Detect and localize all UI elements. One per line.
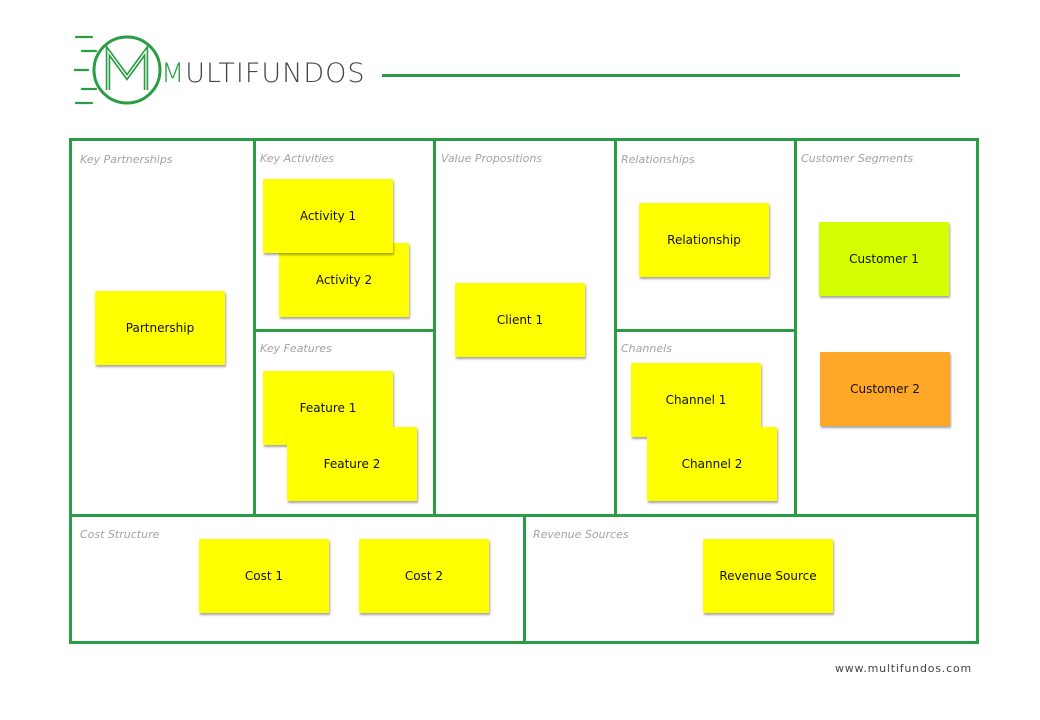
business-model-canvas: Key Partnerships Key Activities Key Feat… [69,138,979,644]
section-label-relationships: Relationships [621,153,695,166]
brand-initial: M [161,58,186,89]
section-label-key-activities: Key Activities [260,152,334,165]
sticky-note-channel-1[interactable]: Channel 1 [631,363,761,437]
section-label-key-features: Key Features [260,342,332,355]
brand-rest: ULTIFUNDOS [185,58,366,89]
section-label-revenue-sources: Revenue Sources [533,528,629,541]
header-rule [382,74,960,77]
multifundos-logo-icon [74,35,162,105]
section-label-key-partnerships: Key Partnerships [80,153,173,166]
brand-wordmark: MULTIFUNDOS [161,58,366,89]
sticky-note-cost-2[interactable]: Cost 2 [359,539,489,613]
sticky-note-customer-2[interactable]: Customer 2 [820,352,950,426]
sticky-note-activity-2[interactable]: Activity 2 [279,243,409,317]
divider-v-bottom [523,514,526,641]
website-link[interactable]: www.multifundos.com [834,662,972,675]
sticky-note-partnership[interactable]: Partnership [95,291,225,365]
divider-h-relationships-channels [614,329,797,332]
sticky-note-client-1[interactable]: Client 1 [455,283,585,357]
section-label-customer-segments: Customer Segments [801,152,914,165]
divider-h-activities-features [253,329,436,332]
sticky-note-feature-2[interactable]: Feature 2 [287,427,417,501]
sticky-note-activity-1[interactable]: Activity 1 [263,179,393,253]
sticky-note-customer-1[interactable]: Customer 1 [819,222,949,296]
sticky-note-revenue-source[interactable]: Revenue Source [703,539,833,613]
section-label-cost-structure: Cost Structure [80,528,160,541]
section-label-value-propositions: Value Propositions [441,152,543,165]
section-label-channels: Channels [621,342,672,355]
sticky-note-relationship[interactable]: Relationship [639,203,769,277]
sticky-note-cost-1[interactable]: Cost 1 [199,539,329,613]
sticky-note-channel-2[interactable]: Channel 2 [647,427,777,501]
